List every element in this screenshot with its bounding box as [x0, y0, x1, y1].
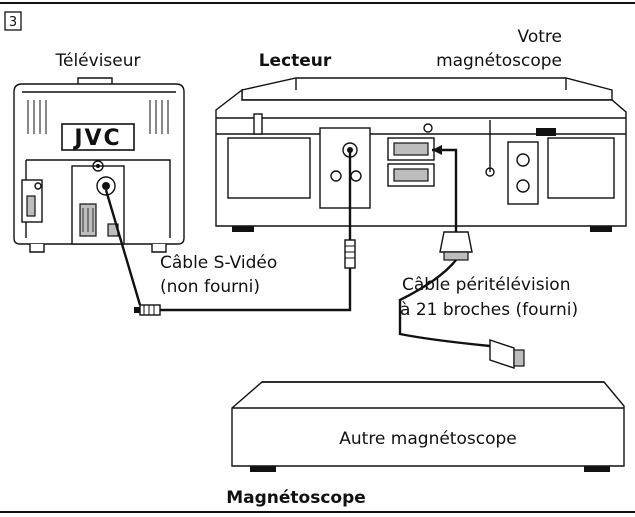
your-vcr-label-line2: magnétoscope: [436, 51, 562, 71]
scart-label-line1: Câble péritélévision: [402, 275, 570, 295]
step-badge: 3: [4, 11, 22, 31]
step-number: 3: [9, 15, 17, 30]
player-vcr: Lecteur Votre magnétoscope: [215, 27, 627, 232]
other-vcr-label: Autre magnétoscope: [339, 429, 516, 449]
svideo-label-line2: (non fourni): [160, 277, 260, 297]
scart-cable: Câble péritélévision à 21 broches (fourn…: [398, 145, 578, 369]
recorder-vcr: Autre magnétoscope Magnétoscope: [226, 381, 625, 508]
your-vcr-label-line1: Votre: [518, 27, 562, 47]
svideo-cable: Câble S-Vidéo (non fourni): [104, 150, 356, 316]
recorder-label: Magnétoscope: [226, 488, 366, 508]
tv-rear: Téléviseur JVC: [13, 51, 185, 253]
tv-label: Téléviseur: [55, 51, 141, 71]
tv-brand-logo: JVC: [72, 126, 121, 151]
player-label: Lecteur: [259, 51, 332, 71]
svideo-label-line1: Câble S-Vidéo: [160, 253, 277, 273]
scart-label-line2: à 21 broches (fourni): [400, 300, 578, 320]
